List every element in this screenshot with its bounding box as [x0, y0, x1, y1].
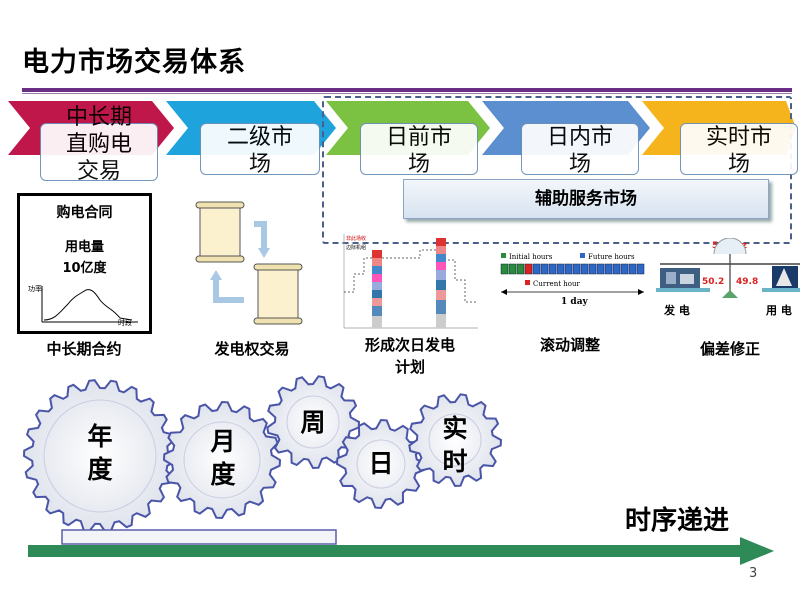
gear-label-day: 日 [368, 449, 394, 478]
gear-week [266, 375, 361, 470]
stage-label-day-ahead[interactable]: 日前市场 [360, 123, 478, 177]
day-ahead-plan-chart: 非此场收 边际机组 [343, 234, 478, 329]
caption-day-ahead-plan: 形成次日发电计划 [364, 336, 455, 376]
contract-x-label: 时段 [118, 319, 132, 327]
timeline-current-label: Current hour [533, 280, 580, 288]
timeline-span-label: 1 day [561, 297, 589, 307]
sequence-label: 时序递进 [625, 506, 730, 536]
power-right-trade-scrolls [195, 201, 303, 325]
gear-day [335, 418, 427, 510]
frequency-balance: 50.0Hz 50.2 49.8 发 电 用 电 [656, 238, 800, 317]
balance-gen-label: 发 电 [663, 303, 690, 317]
contract-y-label: 功率 [28, 285, 42, 293]
contract-title: 购电合同 [56, 205, 113, 221]
balance-left-value: 50.2 [702, 277, 724, 287]
stack-bar-2 [436, 238, 446, 328]
stage-label-intraday[interactable]: 日内市场 [521, 123, 639, 177]
aux-service-market[interactable]: 辅助服务市场 [403, 179, 769, 219]
gear-train [22, 375, 503, 545]
timeline-future-label: Future hours [588, 253, 635, 261]
time-sequence-arrow [28, 537, 774, 565]
caption-mid-long-contract: 中长期合约 [46, 340, 122, 358]
gear-label-year: 年度 [87, 422, 113, 484]
gear-label-week: 周 [300, 408, 326, 437]
timeline-cells [500, 263, 645, 275]
caption-rolling-adjust: 滚动调整 [539, 336, 600, 354]
load-curve [41, 286, 138, 323]
title-divider [22, 88, 792, 92]
contract-amount-label: 用电量 [64, 240, 104, 255]
timeline-initial-label: Initial hours [509, 253, 553, 261]
gear-rack [61, 529, 337, 545]
page-title: 电力市场交易体系 [22, 47, 246, 78]
gear-label-realtime: 实时 [442, 414, 468, 476]
chart-legend-2: 边际机组 [346, 244, 366, 251]
caption-power-right-trade: 发电权交易 [214, 340, 290, 358]
caption-deviation-correction: 偏差修正 [699, 340, 760, 358]
stage-label-mid-long[interactable]: 中长期直购电交易 [40, 105, 158, 184]
page-number: 3 [749, 566, 758, 581]
contract-amount-value: 10亿度 [62, 261, 107, 276]
gear-realtime [408, 393, 503, 488]
gear-year [22, 379, 178, 533]
stage-label-secondary[interactable]: 二级市场 [200, 123, 320, 177]
title-divider-thin [22, 93, 792, 94]
gear-label-month: 月度 [210, 427, 236, 489]
stage-label-realtime[interactable]: 实时市场 [680, 123, 798, 177]
purchase-contract: 购电合同 用电量 10亿度 功率 时段 [17, 193, 152, 334]
gear-month [162, 400, 282, 520]
stack-bar-1 [372, 250, 382, 328]
rolling-timeline: Initial hours Future hours Current hour … [500, 253, 645, 307]
chart-legend-1: 非此场收 [346, 235, 366, 242]
balance-use-label: 用 电 [766, 303, 792, 317]
balance-right-value: 49.8 [736, 277, 758, 287]
